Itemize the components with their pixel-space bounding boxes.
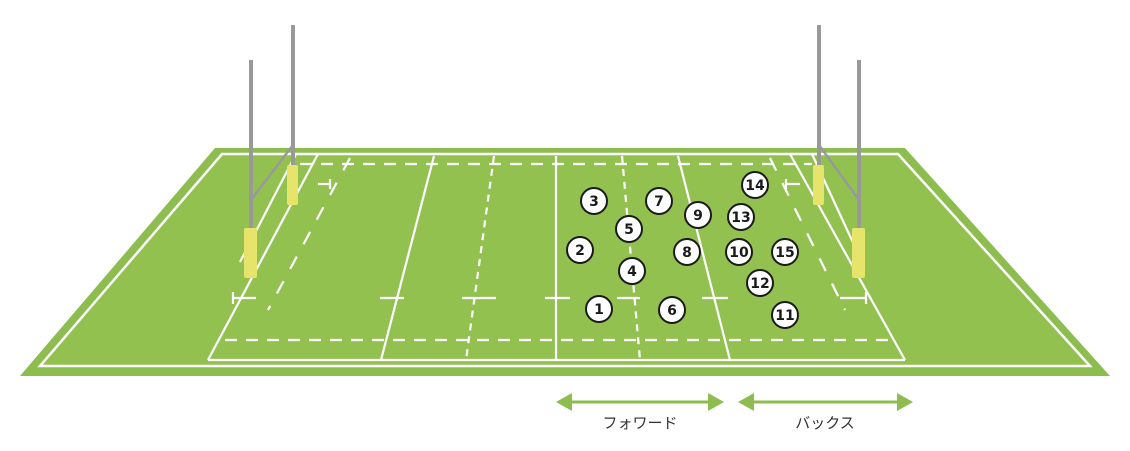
dashed-markings [225,155,890,361]
player-marker-8: 8 [673,238,701,266]
player-marker-6: 6 [658,296,686,324]
player-number: 3 [589,194,599,210]
player-marker-10: 10 [725,238,753,266]
left-goal-posts [244,25,298,278]
player-number: 6 [667,303,677,319]
player-number: 10 [729,245,749,261]
left-10m-dashed-line [464,155,496,361]
player-number: 5 [624,222,634,238]
right-dead-ball-line [789,153,906,361]
left-post-pad-far [287,165,298,205]
player-marker-9: 9 [684,201,712,229]
right-post-pad-far [813,165,824,205]
backs-label: バックス [795,414,855,432]
player-marker-3: 3 [580,187,608,215]
player-marker-4: 4 [618,257,646,285]
right-post-pad-near [852,228,865,278]
player-marker-1: 1 [585,295,613,323]
player-number: 12 [750,276,769,292]
player-number: 7 [654,194,664,210]
forwards-range-arrow [556,393,724,411]
left-22-line [379,155,436,361]
right-crossbar [817,144,861,201]
backs-range-arrow [738,393,913,411]
player-number: 9 [693,208,703,224]
left-dead-ball-line [207,153,319,361]
right-5m-dashed-line [769,157,846,311]
player-marker-12: 12 [746,269,774,297]
left-5m-dashed-line [267,157,351,311]
right-10m-dashed-line [620,155,642,361]
player-marker-2: 2 [566,236,594,264]
player-number: 15 [775,245,794,261]
left-post-pad-near [244,228,257,278]
player-number: 11 [775,308,794,324]
players-group: 1 2 3 4 5 6 7 8 [566,171,799,329]
player-number: 13 [731,210,750,226]
player-marker-15: 15 [771,238,799,266]
player-number: 8 [682,245,692,261]
player-marker-7: 7 [645,187,673,215]
left-crossbar [250,144,294,201]
player-marker-13: 13 [727,203,755,231]
player-number: 4 [627,264,637,280]
forwards-label: フォワード [602,414,677,432]
player-marker-11: 11 [771,301,799,329]
right-22-line [676,155,732,361]
player-number: 1 [594,302,604,318]
right-goal-posts [813,25,865,278]
player-marker-5: 5 [615,215,643,243]
pitch-markings [207,153,906,362]
pitch-border-line [37,152,1093,368]
player-number: 2 [575,243,585,259]
player-number: 14 [745,178,765,194]
player-marker-14: 14 [741,171,769,199]
